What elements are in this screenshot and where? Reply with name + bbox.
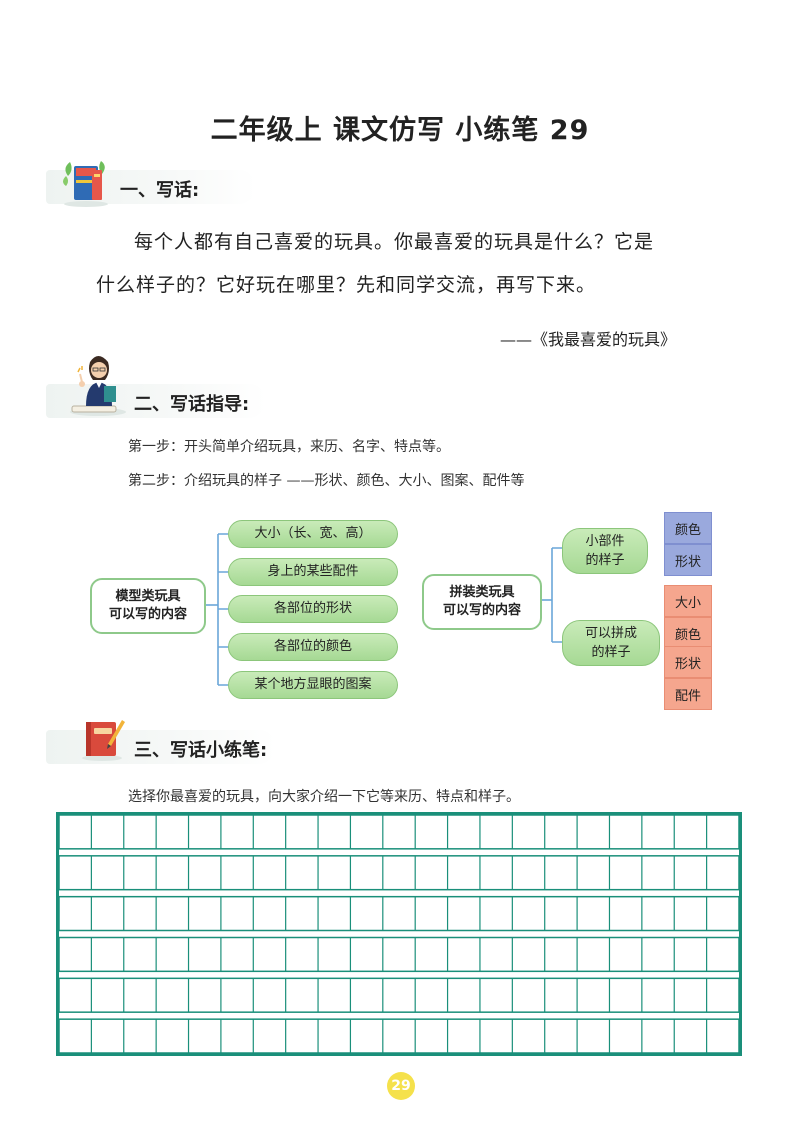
- assembled-color: 颜色: [664, 617, 712, 649]
- grid-row[interactable]: [58, 936, 740, 973]
- assembled-shape-line-2: 的样子: [591, 645, 631, 660]
- page-number-badge: 29: [387, 1072, 415, 1100]
- assembled-shape-line-1: 可以拼成: [584, 626, 637, 641]
- grid-row[interactable]: [58, 814, 740, 850]
- model-toy-root-line-2: 可以写的内容: [108, 607, 187, 622]
- prompt-line-2: 什么样子的？它好玩在哪里？先和同学交流，再写下来。: [96, 274, 597, 296]
- small-parts-line-2: 的样子: [585, 553, 625, 568]
- model-item-shapes: 各部位的形状: [228, 595, 398, 623]
- assembled-shape: 形状: [664, 646, 712, 678]
- grid-row-border: [58, 895, 740, 932]
- page-title: 二年级上 课文仿写 小练笔 29: [210, 115, 590, 146]
- model-item-size: 大小（长、宽、高）: [228, 520, 398, 548]
- notebook-pencil-icon: [80, 716, 126, 762]
- guide-step-2: 第二步：介绍玩具的样子 ——形状、颜色、大小、图案、配件等: [128, 473, 525, 489]
- small-parts-line-1: 小部件: [585, 534, 625, 549]
- teacher-icon: [68, 352, 128, 418]
- grid-row-border: [58, 814, 740, 850]
- assembled-shape-box: 可以拼成 的样子: [562, 620, 660, 666]
- practice-instruction: 选择你最喜爱的玩具，向大家介绍一下它等来历、特点和样子。: [128, 789, 520, 805]
- grid-row[interactable]: [58, 977, 740, 1013]
- prompt-line-1: 每个人都有自己喜爱的玩具。你最喜爱的玩具是什么？它是: [134, 231, 655, 253]
- assembly-toy-root-line-1: 拼装类玩具: [449, 585, 515, 600]
- books-icon: [62, 156, 110, 208]
- model-toy-root-box: 模型类玩具 可以写的内容: [90, 578, 206, 634]
- assembly-toy-root-line-2: 可以写的内容: [442, 603, 521, 618]
- source-citation: ——《我最喜爱的玩具》: [500, 330, 677, 349]
- grid-row[interactable]: [58, 1018, 740, 1054]
- grid-row-border: [58, 936, 740, 973]
- small-parts-box: 小部件 的样子: [562, 528, 648, 574]
- grid-row-border: [58, 1018, 740, 1054]
- section-3-heading: 三、写话小练笔:: [134, 740, 268, 761]
- small-parts-shape: 形状: [664, 544, 712, 576]
- section-1-heading: 一、写话:: [120, 180, 200, 201]
- grid-row[interactable]: [58, 855, 740, 891]
- model-item-colors: 各部位的颜色: [228, 633, 398, 661]
- grid-row-border: [58, 977, 740, 1013]
- diagram-connectors: [204, 533, 562, 686]
- guide-step-1: 第一步：开头简单介绍玩具，来历、名字、特点等。: [128, 439, 450, 455]
- grid-row-border: [58, 855, 740, 891]
- small-parts-color: 颜色: [664, 512, 712, 544]
- assembled-accessories: 配件: [664, 678, 712, 710]
- assembled-size: 大小: [664, 585, 712, 617]
- section-2-heading: 二、写话指导:: [134, 394, 250, 415]
- assembly-toy-root-box: 拼装类玩具 可以写的内容: [422, 574, 542, 630]
- model-item-pattern: 某个地方显眼的图案: [228, 671, 398, 699]
- grid-outer-border: [56, 812, 742, 1056]
- writing-grid[interactable]: [56, 812, 742, 1056]
- model-item-accessories: 身上的某些配件: [228, 558, 398, 586]
- model-toy-root-line-1: 模型类玩具: [115, 589, 181, 604]
- grid-row[interactable]: [58, 895, 740, 932]
